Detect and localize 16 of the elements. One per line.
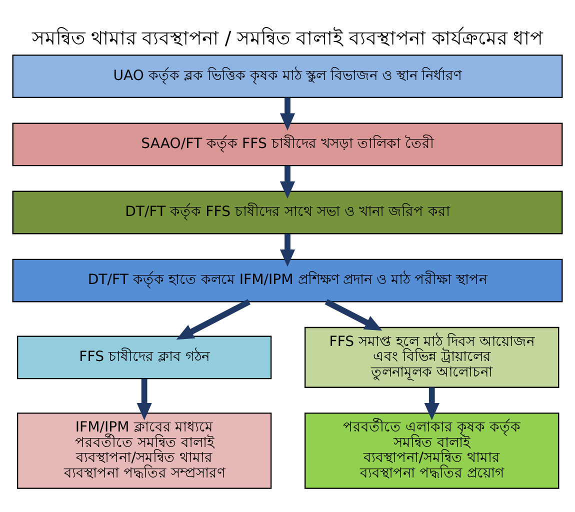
- arrow: [280, 165, 296, 198]
- node-box: DT/FT কর্তৃক হাতে কলমে IFM/IPM প্রশিক্ষণ প্রদান ও মাঠ পরীক্ষা স্থাপন: [12, 258, 563, 302]
- node-box: DT/FT কর্তৃক FFS চাষীদের সাথে সভা ও খানা জরিপ করা: [12, 190, 563, 234]
- node-box: পরবর্তীতে এলাকার কৃষক কর্তৃক সমন্বিত বালাই ব্যবস্থাপনা/সমন্বিত থামার ব্যবস্থাপনা পদ্ধতির প্রয়োগ: [304, 412, 560, 488]
- arrow: [324, 298, 382, 330]
- arrow: [136, 378, 152, 420]
- arrow: [280, 233, 296, 266]
- node-box: IFM/IPM ক্লাবের মাধ্যমে পরবর্তীতে সমন্বিত বালাই ব্যবস্থাপনা/সমন্বিত থামার ব্যবস্থাপনা পদ্ধতির সম্প্রসারণ: [16, 412, 272, 488]
- diagram-title: সমন্বিত থামার ব্যবস্থাপনা / সমন্বিত বালাই ব্যবস্থাপনা কার্যক্রমের ধাপ: [32, 28, 544, 49]
- arrow: [176, 298, 250, 340]
- node-box: SAAO/FT কর্তৃক FFS চাষীদের খসড়া তালিকা তৈরী: [12, 122, 563, 166]
- node-box: UAO কর্তৃক ব্লক ভিত্তিক কৃষক মাঠ স্কুল বিভাজন ও স্থান নির্ধারণ: [12, 54, 563, 98]
- node-box: FFS চাষীদের ক্লাব গঠন: [16, 335, 272, 379]
- node-box: FFS সমাপ্ত হলে মাঠ দিবস আয়োজন এবং বিভিন্ন ট্রায়ালের তুলনামূলক আলোচনা: [304, 326, 560, 388]
- arrow: [280, 97, 296, 130]
- arrow: [424, 386, 440, 420]
